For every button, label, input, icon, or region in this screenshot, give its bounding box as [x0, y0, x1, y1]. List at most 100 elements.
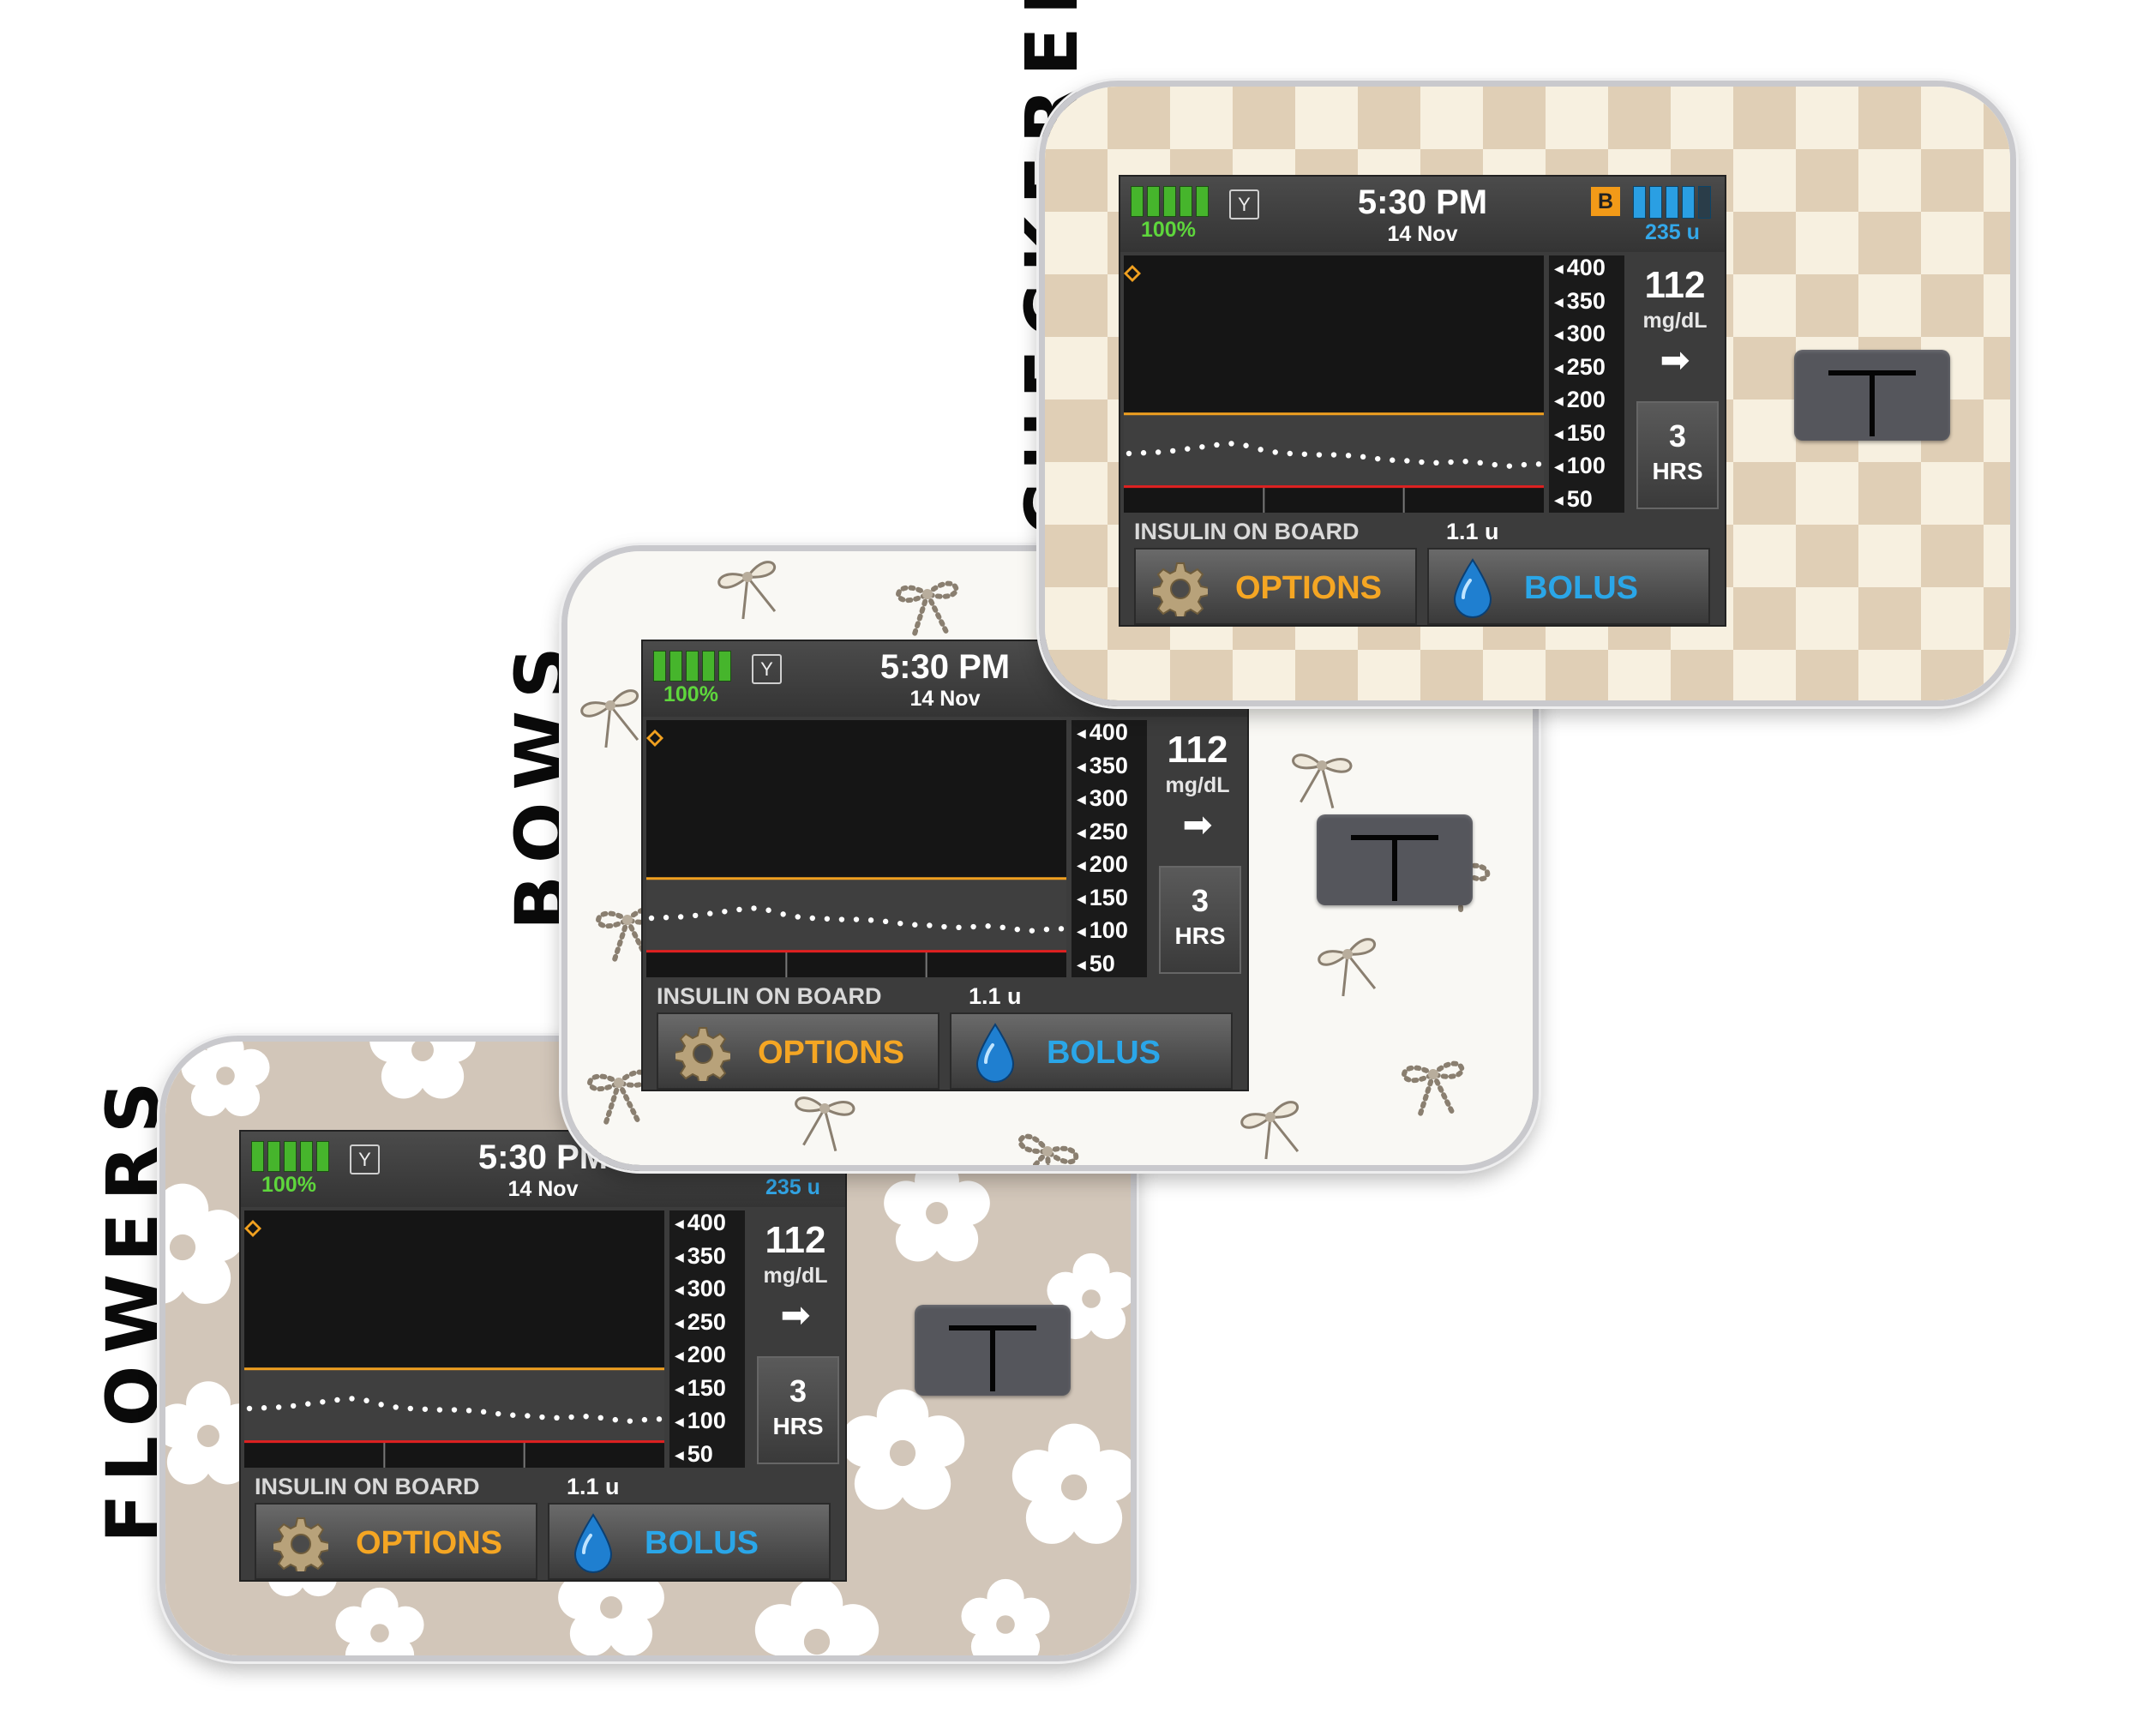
tick-arrow-icon: ◀ — [1077, 759, 1086, 773]
cgm-point — [1360, 454, 1366, 460]
cgm-point — [1170, 448, 1176, 454]
options-button[interactable]: OPTIONS — [255, 1503, 537, 1580]
options-button[interactable]: OPTIONS — [1134, 548, 1417, 625]
cgm-point — [627, 1418, 633, 1424]
cgm-point — [663, 915, 669, 921]
hours-value: 3 — [1191, 883, 1210, 918]
tick-arrow-icon: ◀ — [1554, 493, 1564, 507]
y-tick-label: ◀350 — [675, 1243, 726, 1270]
cgm-graph-svg — [1124, 265, 1544, 513]
tick-arrow-icon: ◀ — [1077, 891, 1086, 905]
battery-percent: 100% — [1141, 218, 1196, 242]
tick-arrow-icon: ◀ — [675, 1282, 684, 1297]
y-tick-label: ◀100 — [1077, 917, 1128, 944]
cgm-point — [1316, 452, 1323, 458]
tick-value: 150 — [1089, 884, 1128, 910]
cgm-point — [838, 916, 845, 922]
tick-arrow-icon: ◀ — [1554, 460, 1564, 474]
bg-panel: 112 mg/dL ➡ 3 HRS — [1150, 720, 1245, 977]
y-tick-label: ◀100 — [1554, 453, 1606, 479]
trend-arrow-icon: ➡ — [1660, 339, 1690, 380]
gear-icon — [675, 1027, 730, 1081]
cgm-point — [1330, 452, 1337, 458]
bow-icon — [1402, 1060, 1465, 1117]
cgm-point — [261, 1405, 267, 1411]
cgm-point — [707, 910, 713, 916]
iob-value: 1.1 u — [1446, 519, 1499, 544]
tick-arrow-icon: ◀ — [1554, 426, 1564, 441]
y-tick-label: ◀350 — [1077, 753, 1128, 779]
graph-hours-button[interactable]: 3 HRS — [757, 1356, 839, 1464]
cgm-point — [1058, 926, 1065, 932]
cgm-point — [465, 1408, 472, 1414]
tick-value: 250 — [1089, 818, 1128, 844]
tick-value: 100 — [1089, 917, 1128, 944]
y-tick-label: ◀350 — [1554, 288, 1606, 315]
tick-arrow-icon: ◀ — [1077, 792, 1086, 807]
cgm-point — [999, 924, 1005, 930]
bolus-button[interactable]: BOLUS — [548, 1503, 831, 1580]
cgm-point — [451, 1407, 458, 1413]
t-button[interactable] — [1794, 350, 1950, 441]
tick-arrow-icon: ◀ — [675, 1349, 684, 1363]
tick-value: 250 — [1566, 353, 1606, 380]
t-button[interactable] — [1317, 814, 1473, 905]
cgm-point — [1126, 450, 1132, 457]
cgm-point — [751, 905, 757, 911]
flower-icon — [754, 1577, 879, 1655]
graph-hours-button[interactable]: 3 HRS — [1636, 401, 1719, 509]
cgm-point — [1029, 928, 1035, 934]
cgm-point — [641, 1416, 648, 1423]
cgm-graph[interactable] — [646, 720, 1066, 977]
pump-screen: 100% Y 5:30 PM 14 Nov B 235 u ◀400◀350◀3… — [1119, 175, 1726, 627]
battery-icon — [653, 651, 731, 682]
tick-arrow-icon: ◀ — [1077, 825, 1086, 839]
hours-value: 3 — [789, 1373, 807, 1409]
cgm-point — [480, 1409, 487, 1415]
options-button[interactable]: OPTIONS — [657, 1012, 939, 1090]
bolus-button[interactable]: BOLUS — [950, 1012, 1233, 1090]
trend-arrow-icon: ➡ — [1182, 804, 1213, 844]
cgm-point — [1301, 451, 1308, 457]
t-button[interactable] — [915, 1305, 1071, 1396]
iob-label: INSULIN ON BOARD — [657, 983, 882, 1009]
cgm-point — [422, 1406, 429, 1412]
pump-checkered: 100% Y 5:30 PM 14 Nov B 235 u ◀400◀350◀3… — [1039, 81, 2016, 706]
tick-arrow-icon: ◀ — [1077, 924, 1086, 939]
cgm-graph[interactable] — [244, 1210, 664, 1468]
bolus-button[interactable]: BOLUS — [1427, 548, 1710, 625]
cgm-point — [612, 1416, 618, 1423]
cgm-point — [1185, 446, 1191, 452]
bolus-label: BOLUS — [1524, 570, 1638, 606]
flower-icon — [961, 1578, 1050, 1655]
tick-value: 300 — [687, 1276, 726, 1302]
tick-arrow-icon: ◀ — [1554, 327, 1564, 342]
insulin-units: 235 u — [765, 1175, 820, 1199]
pump-flowers: 100% Y 5:30 PM 14 Nov B 235 u ◀400◀350◀3… — [159, 1036, 1137, 1661]
cgm-point — [1243, 442, 1249, 448]
status-time: 5:30 PM — [1357, 183, 1488, 221]
battery-percent: 100% — [261, 1173, 316, 1197]
cgm-point — [985, 923, 991, 929]
cgm-point — [780, 911, 786, 917]
bow-icon — [587, 1069, 651, 1126]
cgm-point — [1258, 447, 1264, 453]
water-drop-icon — [573, 1513, 613, 1573]
bow-icon — [717, 561, 777, 620]
cgm-point — [291, 1403, 297, 1409]
bg-value: 112 — [765, 1219, 826, 1261]
cgm-point — [1155, 449, 1162, 455]
tick-arrow-icon: ◀ — [675, 1249, 684, 1264]
cgm-graph-svg — [646, 730, 1066, 977]
y-tick-label: ◀300 — [1554, 321, 1606, 347]
bg-unit: mg/dL — [763, 1264, 828, 1288]
graph-hours-button[interactable]: 3 HRS — [1159, 866, 1241, 974]
cgm-point — [853, 916, 860, 922]
options-label: OPTIONS — [758, 1035, 905, 1071]
status-bar: 100% Y 5:30 PM 14 Nov B 235 u — [1120, 177, 1725, 252]
bg-panel: 112 mg/dL ➡ 3 HRS — [748, 1210, 843, 1468]
cgm-point — [722, 909, 728, 915]
cgm-point — [824, 916, 831, 922]
cgm-graph[interactable] — [1124, 255, 1544, 513]
cgm-point — [1492, 461, 1498, 468]
